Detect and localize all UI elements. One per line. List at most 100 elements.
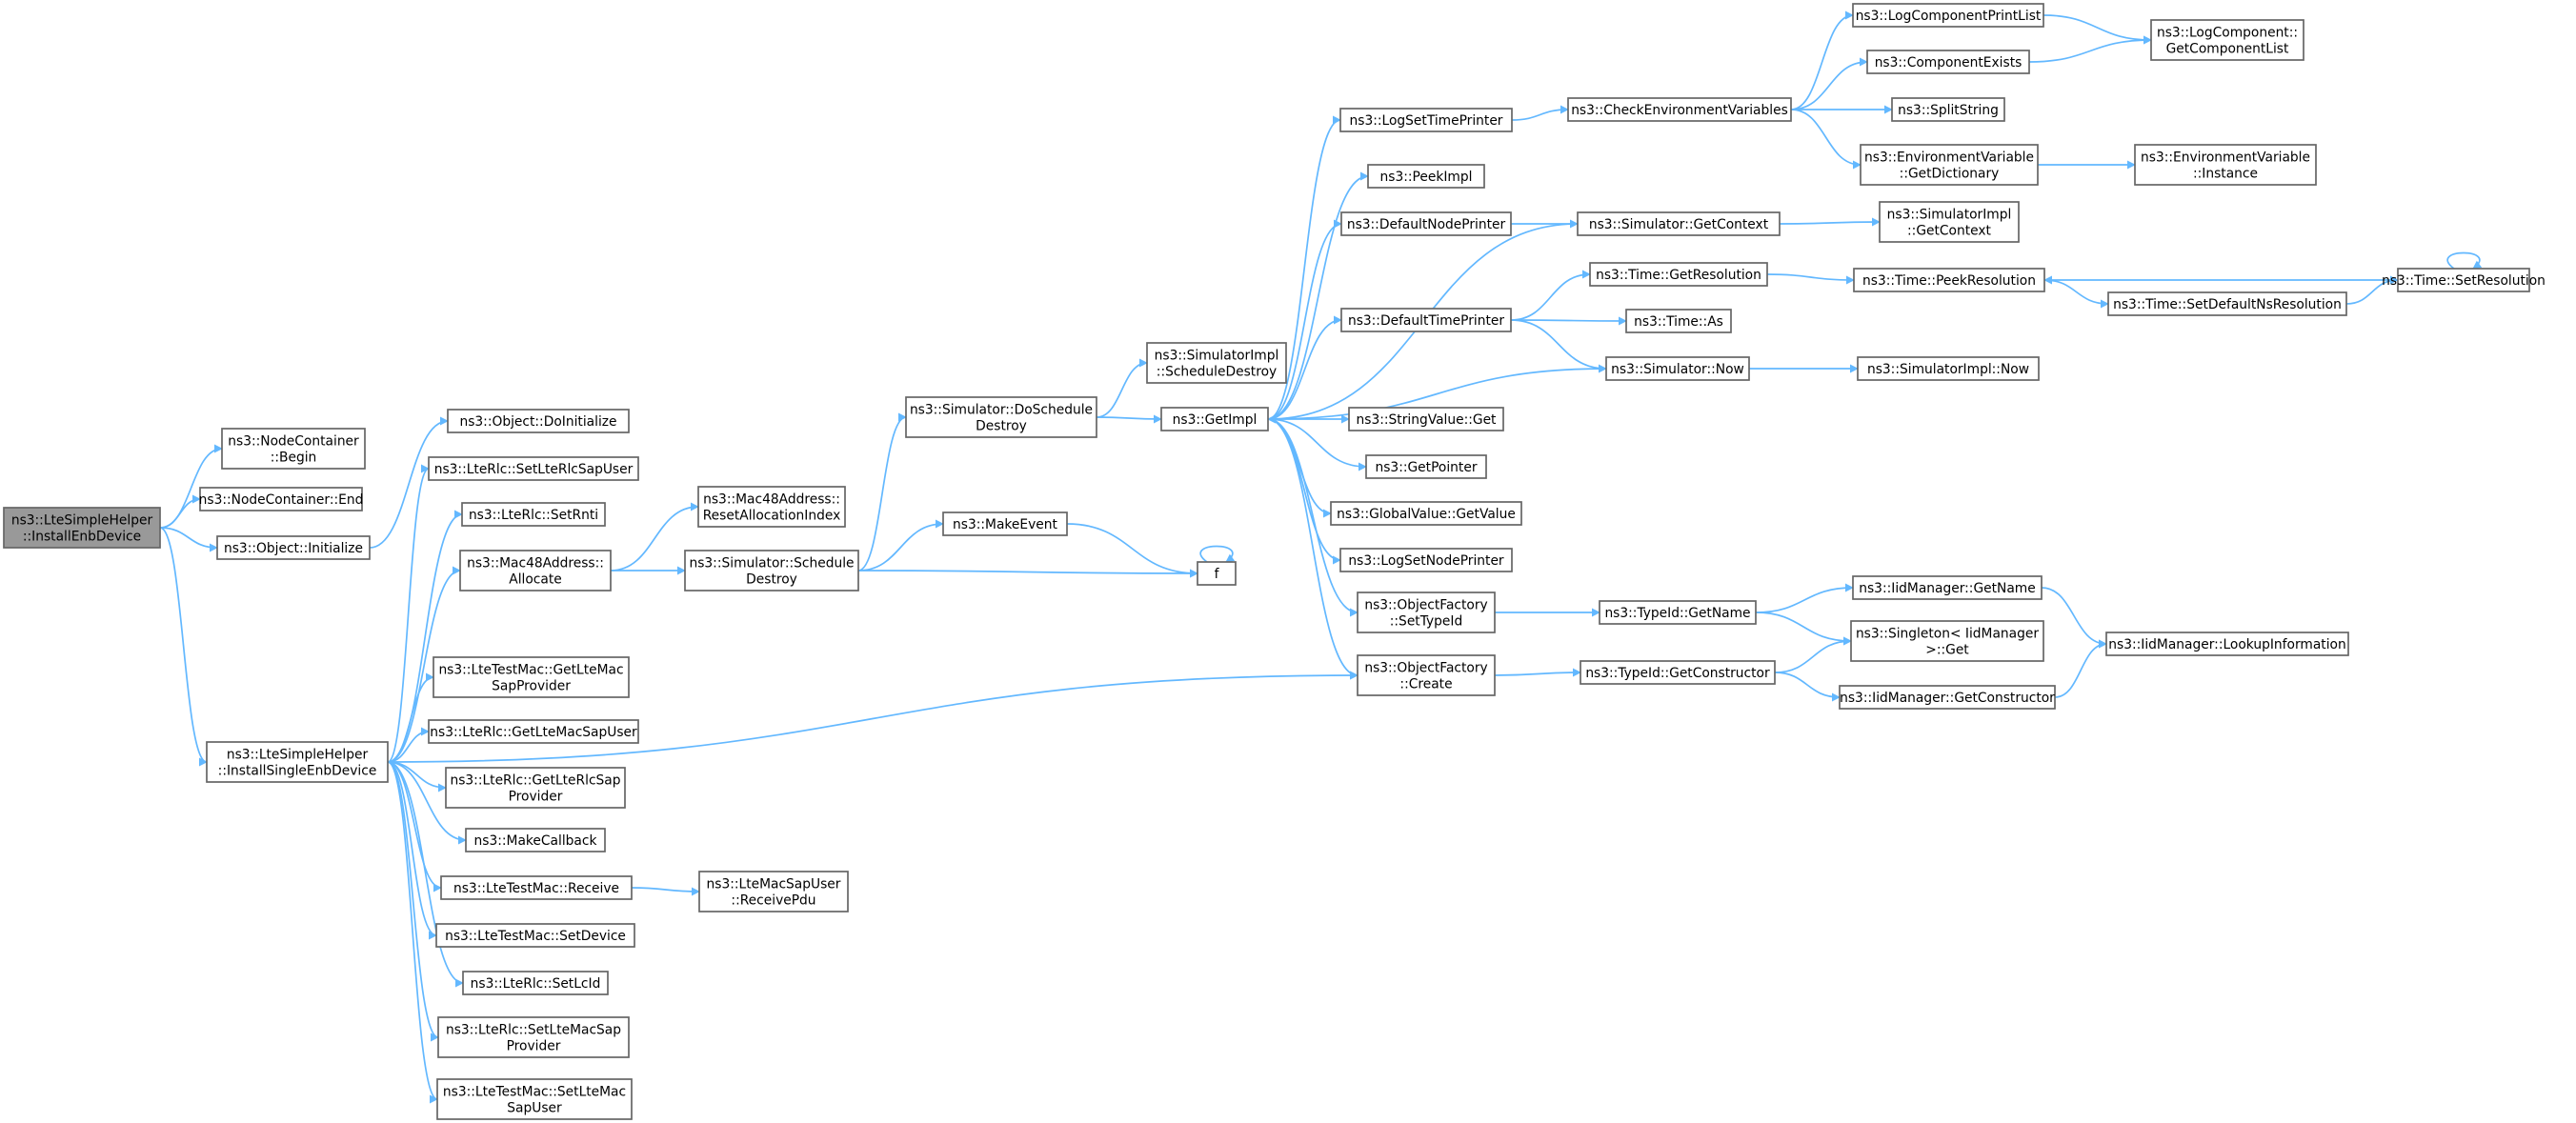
node-setLteRlcSapUser[interactable]: ns3::LteRlc::SetLteRlcSapUser: [428, 456, 639, 481]
node-label: GetComponentList: [2166, 42, 2289, 57]
edge-macAlloc-to-resetAlloc: [610, 502, 699, 572]
node-getPointer[interactable]: ns3::GetPointer: [1365, 454, 1487, 479]
node-implSchedDestroy[interactable]: ns3::SimulatorImpl::ScheduleDestroy: [1146, 342, 1287, 384]
node-label: ns3::CheckEnvironmentVariables: [1571, 103, 1788, 118]
node-timePeekRes[interactable]: ns3::Time::PeekResolution: [1853, 268, 2045, 292]
node-logSetTimePrinter[interactable]: ns3::LogSetTimePrinter: [1339, 108, 1513, 132]
node-iidLookup[interactable]: ns3::IidManager::LookupInformation: [2105, 632, 2349, 656]
node-label: ns3::DefaultTimePrinter: [1348, 313, 1504, 329]
node-root[interactable]: ns3::LteSimpleHelper::InstallEnbDevice: [3, 507, 161, 549]
node-label: ::Begin: [271, 451, 317, 466]
node-typeGetName[interactable]: ns3::TypeId::GetName: [1599, 600, 1757, 625]
node-strValGet[interactable]: ns3::StringValue::Get: [1348, 407, 1504, 431]
node-box: [462, 971, 609, 995]
node-iidGetName[interactable]: ns3::IidManager::GetName: [1852, 575, 2043, 600]
node-makeCallback[interactable]: ns3::MakeCallback: [465, 828, 606, 852]
node-label: ns3::LteRlc::SetLteMacSap: [446, 1023, 621, 1038]
node-iidGetCtor[interactable]: ns3::IidManager::GetConstructor: [1839, 685, 2056, 710]
node-label: ns3::MakeEvent: [953, 517, 1057, 532]
edge-checkEnv-to-compExists: [1790, 57, 1868, 110]
node-defNodePrinter[interactable]: ns3::DefaultNodePrinter: [1340, 211, 1512, 236]
node-ofSetTypeId[interactable]: ns3::ObjectFactory::SetTypeId: [1357, 592, 1496, 633]
node-resetAlloc[interactable]: ns3::Mac48Address::ResetAllocationIndex: [697, 486, 846, 528]
node-label: >::Get: [1925, 643, 1969, 658]
node-logCompPrintList[interactable]: ns3::LogComponentPrintList: [1852, 3, 2044, 28]
node-box: [1857, 356, 2040, 381]
node-label: ns3::TypeId::GetConstructor: [1585, 666, 1770, 681]
node-box: [1852, 575, 2043, 600]
node-schedDestroy[interactable]: ns3::Simulator::ScheduleDestroy: [684, 550, 859, 592]
node-label: ns3::SimulatorImpl::Now: [1867, 362, 2029, 377]
edge-f-to-f: [1199, 545, 1236, 563]
node-receive[interactable]: ns3::LteTestMac::Receive: [440, 875, 633, 900]
edge-simNow-to-getImpl: [1267, 368, 1607, 424]
node-setRnti[interactable]: ns3::LteRlc::SetRnti: [461, 502, 606, 527]
node-receivePdu[interactable]: ns3::LteMacSapUser::ReceivePdu: [698, 871, 849, 912]
node-box: [221, 428, 366, 470]
node-setLcId[interactable]: ns3::LteRlc::SetLcId: [462, 971, 609, 995]
node-timeSetDefault[interactable]: ns3::Time::SetDefaultNsResolution: [2107, 291, 2347, 316]
node-ncEnd[interactable]: ns3::NodeContainer::End: [199, 487, 364, 511]
node-splitString[interactable]: ns3::SplitString: [1891, 97, 2005, 122]
node-simNow[interactable]: ns3::Simulator::Now: [1605, 356, 1750, 381]
node-box: [2107, 291, 2347, 316]
edge-defTimePrinter-to-simNow: [1510, 319, 1607, 373]
node-label: Provider: [509, 790, 563, 805]
node-label: ns3::Simulator::DoSchedule: [910, 403, 1093, 418]
node-box: [1357, 592, 1496, 633]
node-simGetContext[interactable]: ns3::Simulator::GetContext: [1577, 211, 1781, 236]
node-timeGetRes[interactable]: ns3::Time::GetResolution: [1589, 262, 1768, 287]
node-implGetContext[interactable]: ns3::SimulatorImpl::GetContext: [1879, 201, 2020, 243]
node-single[interactable]: ns3::LteSimpleHelper::InstallSingleEnbDe…: [206, 741, 389, 783]
node-doInit[interactable]: ns3::Object::DoInitialize: [447, 409, 630, 433]
node-timeAs[interactable]: ns3::Time::As: [1625, 309, 1732, 333]
node-gvGetValue[interactable]: ns3::GlobalValue::GetValue: [1330, 501, 1522, 526]
node-box: [697, 486, 846, 528]
edge-timeGetRes-to-timePeekRes: [1766, 273, 1855, 285]
node-timeSetRes[interactable]: ns3::Time::SetResolution: [2382, 268, 2546, 292]
node-compExists[interactable]: ns3::ComponentExists: [1866, 50, 2030, 74]
node-box: [1605, 356, 1750, 381]
node-implNow[interactable]: ns3::SimulatorImpl::Now: [1857, 356, 2040, 381]
node-box: [1160, 407, 1269, 431]
node-label: ns3::LteRlc::SetLcId: [471, 976, 601, 992]
node-defTimePrinter[interactable]: ns3::DefaultTimePrinter: [1340, 308, 1512, 332]
node-box: [1197, 561, 1237, 586]
node-box: [459, 550, 612, 592]
node-label: ns3::Simulator::Schedule: [689, 556, 854, 572]
node-ofCreate[interactable]: ns3::ObjectFactory::Create: [1357, 654, 1496, 696]
node-typeGetCtor[interactable]: ns3::TypeId::GetConstructor: [1580, 660, 1776, 685]
node-objInit[interactable]: ns3::Object::Initialize: [216, 535, 371, 560]
node-label: ns3::SimulatorImpl: [1155, 349, 1279, 364]
node-label: ns3::ObjectFactory: [1364, 598, 1487, 613]
node-singletonGet[interactable]: ns3::Singleton< IidManager>::Get: [1850, 620, 2044, 662]
node-checkEnv[interactable]: ns3::CheckEnvironmentVariables: [1567, 97, 1792, 122]
node-envGetDict[interactable]: ns3::EnvironmentVariable::GetDictionary: [1860, 144, 2039, 186]
node-box: [3, 507, 161, 549]
edge-single-to-setLcId: [387, 761, 464, 988]
node-setDevice[interactable]: ns3::LteTestMac::SetDevice: [435, 923, 635, 948]
edge-timePeekRes-to-timeSetDefault: [2043, 279, 2109, 309]
node-box: [1330, 501, 1522, 526]
node-f[interactable]: f: [1197, 561, 1237, 586]
node-logSetNodePrinter[interactable]: ns3::LogSetNodePrinter: [1339, 548, 1513, 572]
node-box: [1357, 654, 1496, 696]
node-makeEvent[interactable]: ns3::MakeEvent: [942, 511, 1068, 536]
node-getLteMacSapUser[interactable]: ns3::LteRlc::GetLteMacSapUser: [428, 719, 639, 744]
node-envInstance[interactable]: ns3::EnvironmentVariable::Instance: [2134, 144, 2317, 186]
node-peekImpl[interactable]: ns3::PeekImpl: [1367, 164, 1485, 189]
node-logCompGetList[interactable]: ns3::LogComponent::GetComponentList: [2150, 19, 2304, 61]
node-macAlloc[interactable]: ns3::Mac48Address::Allocate: [459, 550, 612, 592]
node-getImpl[interactable]: ns3::GetImpl: [1160, 407, 1269, 431]
node-label: ns3::LteTestMac::SetLteMac: [443, 1085, 626, 1100]
node-box: [1625, 309, 1732, 333]
node-label: ns3::IidManager::LookupInformation: [2108, 637, 2345, 652]
node-label: ns3::GetImpl: [1173, 412, 1258, 428]
node-label: ns3::LteRlc::GetLteMacSapUser: [430, 725, 637, 740]
node-ncBegin[interactable]: ns3::NodeContainer::Begin: [221, 428, 366, 470]
